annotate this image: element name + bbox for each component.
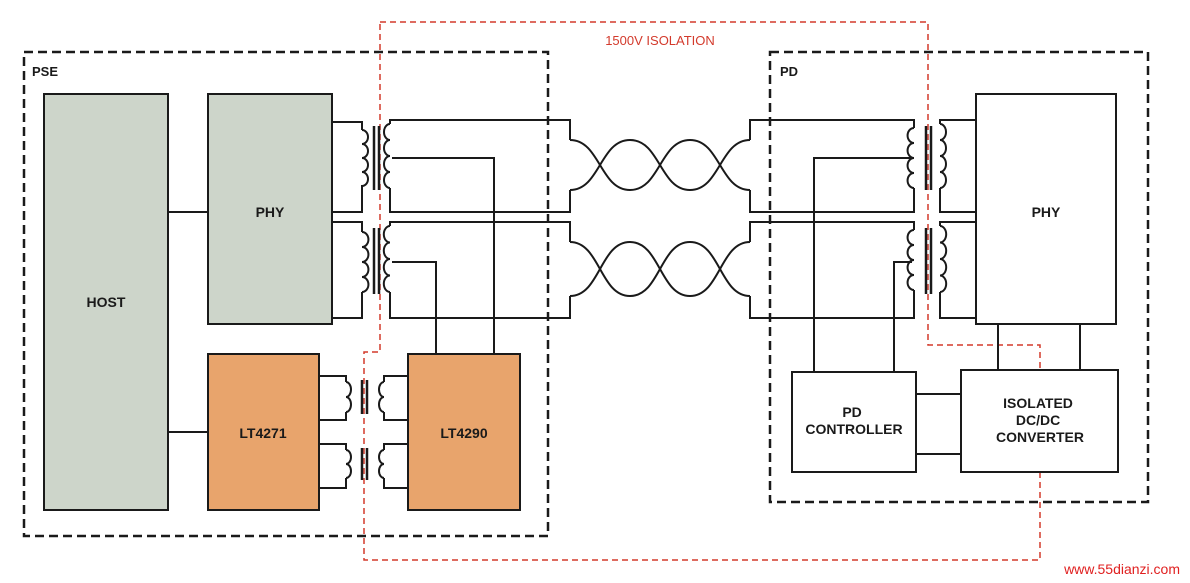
isolated-dcdc-line2: DC/DC — [1016, 412, 1060, 428]
pd-controller-line1: PD — [842, 404, 861, 420]
isolated-dcdc-block — [960, 369, 1119, 473]
watermark: www.55dianzi.com — [1063, 561, 1180, 577]
isolated-dcdc-label: ISOLATED DC/DC CONVERTER — [996, 395, 1084, 445]
transformers — [345, 123, 948, 480]
pd-controller-label: PD CONTROLLER — [805, 404, 902, 437]
isolation-label: 1500V ISOLATION — [605, 33, 715, 48]
phy-pse-label: PHY — [256, 204, 285, 220]
twisted-pair-cables — [569, 138, 751, 298]
phy-pse-block — [207, 93, 333, 325]
lt4290-label: LT4290 — [440, 425, 487, 441]
phy-pd-block — [975, 93, 1117, 325]
isolation-boundary — [363, 21, 1041, 561]
pse-label: PSE — [32, 64, 58, 79]
host-block — [43, 93, 169, 511]
lt4271-label: LT4271 — [239, 425, 286, 441]
pd-label: PD — [780, 64, 798, 79]
pd-controller-line2: CONTROLLER — [805, 421, 902, 437]
isolated-dcdc-line1: ISOLATED — [1003, 395, 1073, 411]
lt4290-block — [407, 353, 521, 511]
wiring — [168, 119, 1081, 489]
pd-controller-block — [791, 371, 917, 473]
pd-boundary — [768, 50, 1150, 504]
host-label: HOST — [87, 294, 126, 310]
isolated-dcdc-line3: CONVERTER — [996, 429, 1084, 445]
phy-pd-label: PHY — [1032, 204, 1061, 220]
